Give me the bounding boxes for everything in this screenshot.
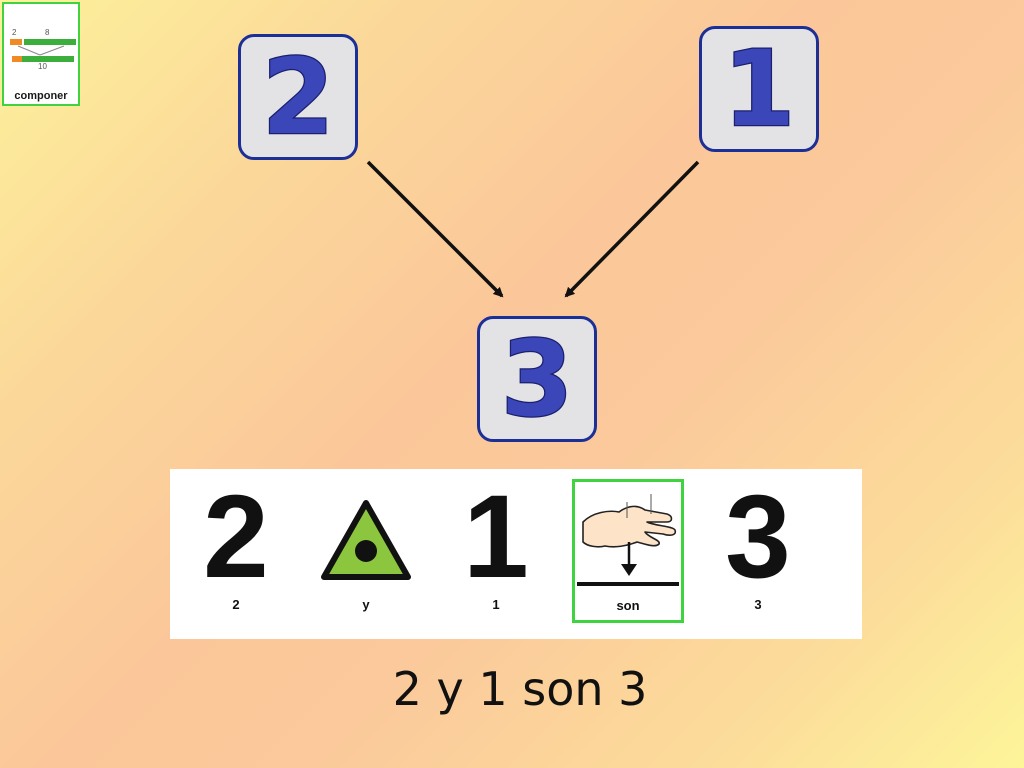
pictogram-son: son <box>572 479 684 623</box>
thumbnail-label: componer <box>14 90 68 102</box>
pictogram-son-caption: son <box>616 598 640 613</box>
pictogram-three-glyph: 3 <box>725 471 791 603</box>
pictogram-two-caption: 2 <box>232 597 240 612</box>
thumbnail-part-a: 2 <box>12 28 17 37</box>
pictogram-one: 1 1 <box>438 471 554 621</box>
triangle-dot-icon <box>321 500 411 580</box>
thumbnail-part-b: 8 <box>45 28 50 37</box>
componer-diagram-icon <box>10 39 76 62</box>
arrow-left-to-result <box>366 160 504 298</box>
pictogram-three-caption: 3 <box>754 597 762 612</box>
pictogram-two-glyph: 2 <box>203 471 269 603</box>
pictogram-three: 3 3 <box>700 471 816 621</box>
tile-result-number: 3 <box>500 318 575 440</box>
tile-right: 1 <box>699 26 819 152</box>
pictogram-strip: 2 2 y 1 1 so <box>170 469 862 639</box>
pictogram-one-glyph: 1 <box>463 471 529 603</box>
tile-left-number: 2 <box>261 36 336 158</box>
tile-result: 3 <box>477 316 597 442</box>
pictogram-one-caption: 1 <box>492 597 500 612</box>
pictogram-and: y <box>308 481 424 621</box>
thumbnail-total: 10 <box>38 62 47 71</box>
componer-thumbnail[interactable]: 2 8 10 componer <box>2 2 80 106</box>
tile-left: 2 <box>238 34 358 160</box>
arrow-right-to-result <box>564 160 700 298</box>
pictogram-two: 2 2 <box>178 471 294 621</box>
hand-down-icon <box>577 494 679 586</box>
pictogram-and-caption: y <box>362 597 370 612</box>
tile-right-number: 1 <box>722 28 797 150</box>
sentence: 2 y 1 son 3 <box>392 662 648 716</box>
